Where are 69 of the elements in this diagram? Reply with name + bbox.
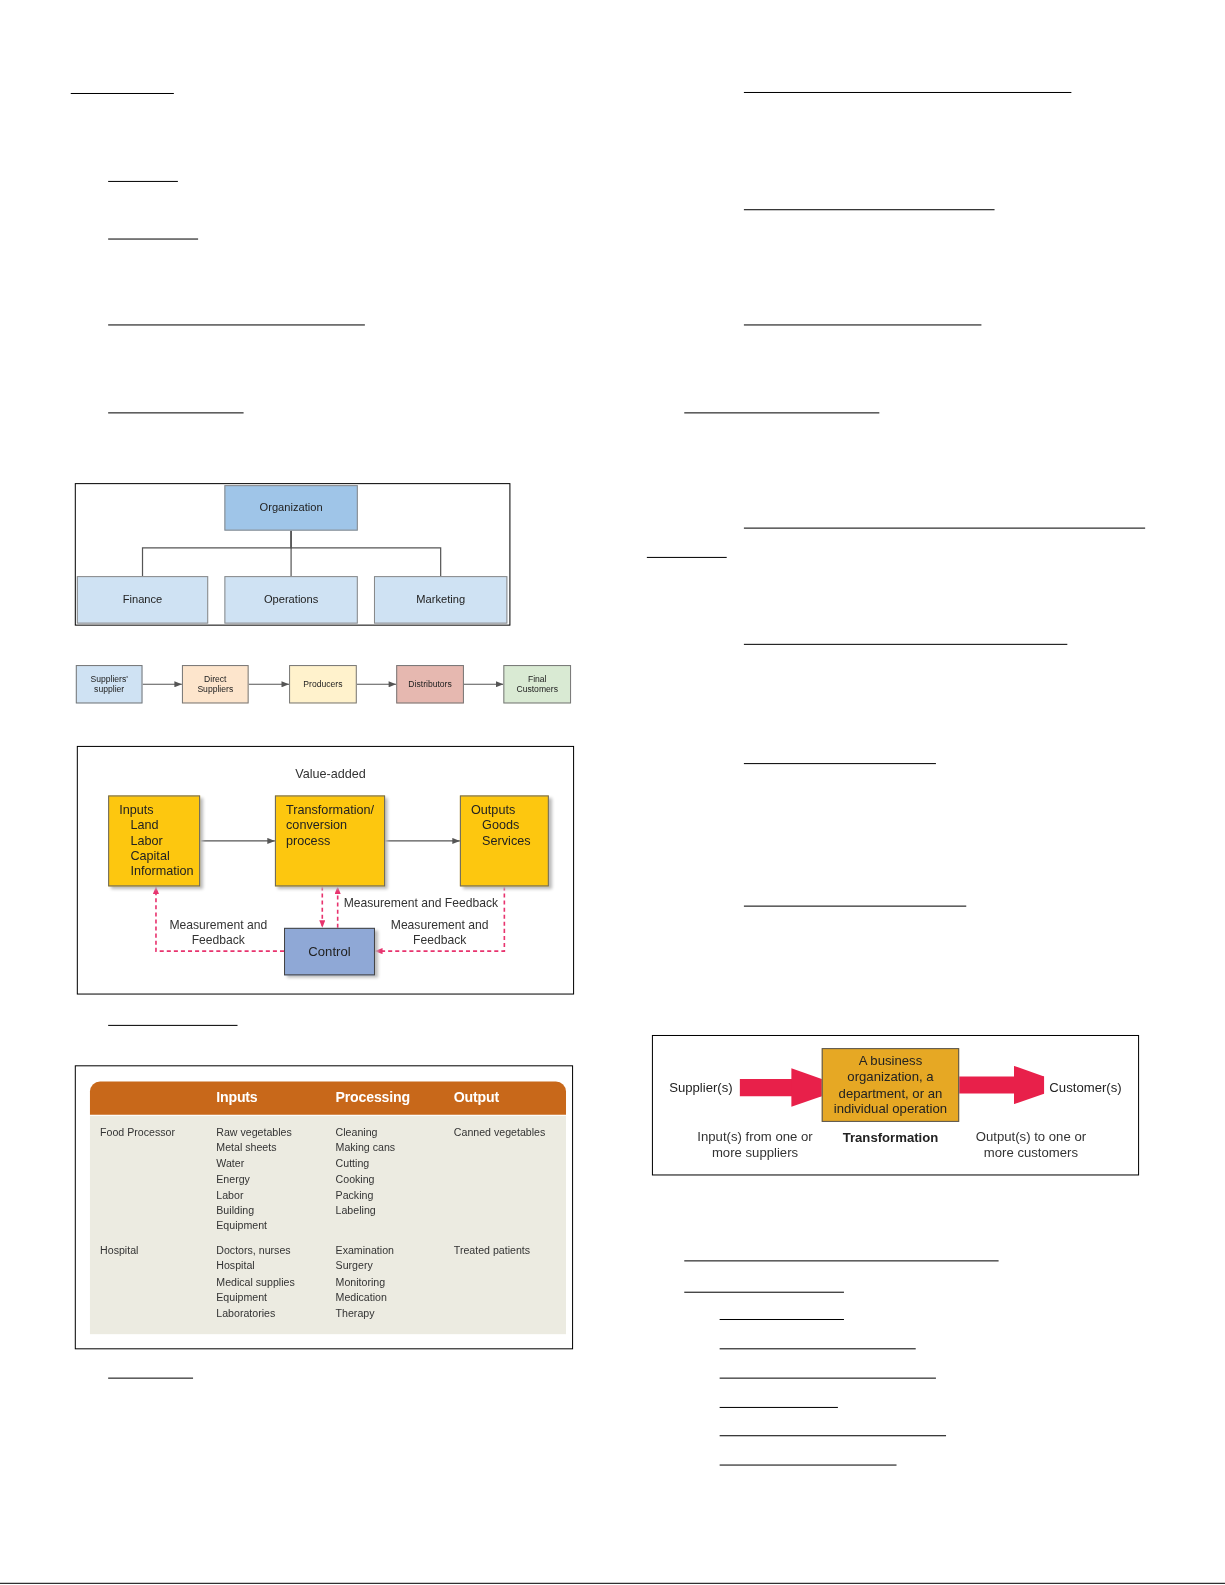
org-box: Organization <box>224 485 358 531</box>
arrow <box>319 885 326 929</box>
column-header: Processing <box>335 1088 410 1105</box>
arrow <box>356 681 397 688</box>
box-text: Inputs <box>119 802 155 818</box>
arrow <box>374 885 506 955</box>
table-cell: Labor <box>216 1188 244 1201</box>
process-box <box>108 795 201 887</box>
table-cell: Hospital <box>100 1244 139 1257</box>
arrow <box>334 885 341 929</box>
table-cell: Cleaning <box>335 1125 378 1139</box>
table-cell: Cooking <box>335 1172 375 1185</box>
table-cell: Equipment <box>216 1290 268 1303</box>
table-cell: Treated patients <box>453 1244 531 1257</box>
table-cell: Labeling <box>335 1203 376 1216</box>
box-text: Outputs <box>471 802 517 818</box>
arrow <box>152 885 285 952</box>
process-box: Distributors <box>396 665 464 704</box>
arrow <box>384 837 461 844</box>
table-cell: Therapy <box>335 1306 375 1319</box>
table-cell: Packing <box>335 1188 374 1201</box>
process-box: Direct Suppliers <box>181 665 249 704</box>
control-box: Control <box>284 927 375 976</box>
node-label: Transformation <box>841 1130 940 1146</box>
table-cell: Water <box>216 1157 245 1170</box>
arrow <box>141 681 183 688</box>
diagram-label: Value-added <box>294 767 367 782</box>
box-text: Goods <box>481 817 521 834</box>
table-cell: Making cans <box>335 1141 396 1154</box>
connector-line <box>290 530 442 577</box>
column-header: Inputs <box>216 1088 258 1105</box>
process-box: Transformation/ conversion process <box>274 795 386 887</box>
table-cell: Food Processor <box>100 1125 175 1139</box>
table-cell: Canned vegetables <box>453 1125 546 1139</box>
table-cell: Doctors, nurses <box>216 1244 291 1257</box>
box-text: Labor <box>129 833 164 849</box>
org-box: Marketing <box>373 576 508 624</box>
box-text: Information <box>129 864 195 880</box>
table-cell: Medication <box>335 1290 387 1303</box>
text-label: Supplier(s) <box>662 1077 740 1098</box>
arrow <box>199 837 276 844</box>
box-text: Capital <box>129 848 171 865</box>
table-cell: Raw vegetables <box>216 1125 292 1139</box>
box-text: Services <box>481 833 532 849</box>
org-box: Finance <box>76 576 209 624</box>
table-cell: Building <box>216 1203 255 1216</box>
table-cell: Surgery <box>335 1259 373 1272</box>
table-cell: Laboratories <box>216 1306 276 1319</box>
arrow <box>463 681 504 688</box>
process-box <box>459 795 549 887</box>
box-text: Land <box>129 817 160 834</box>
caption: Input(s) from one or more suppliers <box>696 1129 814 1162</box>
process-box: Producers <box>289 665 357 704</box>
process-box: A business organization, a department, or an individual operation <box>821 1048 960 1122</box>
table-cell: Medical supplies <box>216 1275 295 1288</box>
text-label: Customer(s) <box>1044 1077 1127 1098</box>
org-box: Operations <box>224 576 358 624</box>
table-cell: Energy <box>216 1172 250 1185</box>
process-box: Suppliers' supplier <box>75 665 143 704</box>
table-cell: Cutting <box>335 1157 370 1170</box>
table-cell: Hospital <box>216 1259 255 1272</box>
table-cell: Equipment <box>216 1219 268 1232</box>
column-header: Output <box>453 1088 499 1105</box>
table-cell: Metal sheets <box>216 1141 277 1154</box>
process-box: Final Customers <box>503 665 572 704</box>
table-cell: Examination <box>335 1244 394 1257</box>
caption: Output(s) to one or more customers <box>974 1129 1088 1162</box>
table-cell: Monitoring <box>335 1275 386 1288</box>
arrow <box>248 681 290 688</box>
